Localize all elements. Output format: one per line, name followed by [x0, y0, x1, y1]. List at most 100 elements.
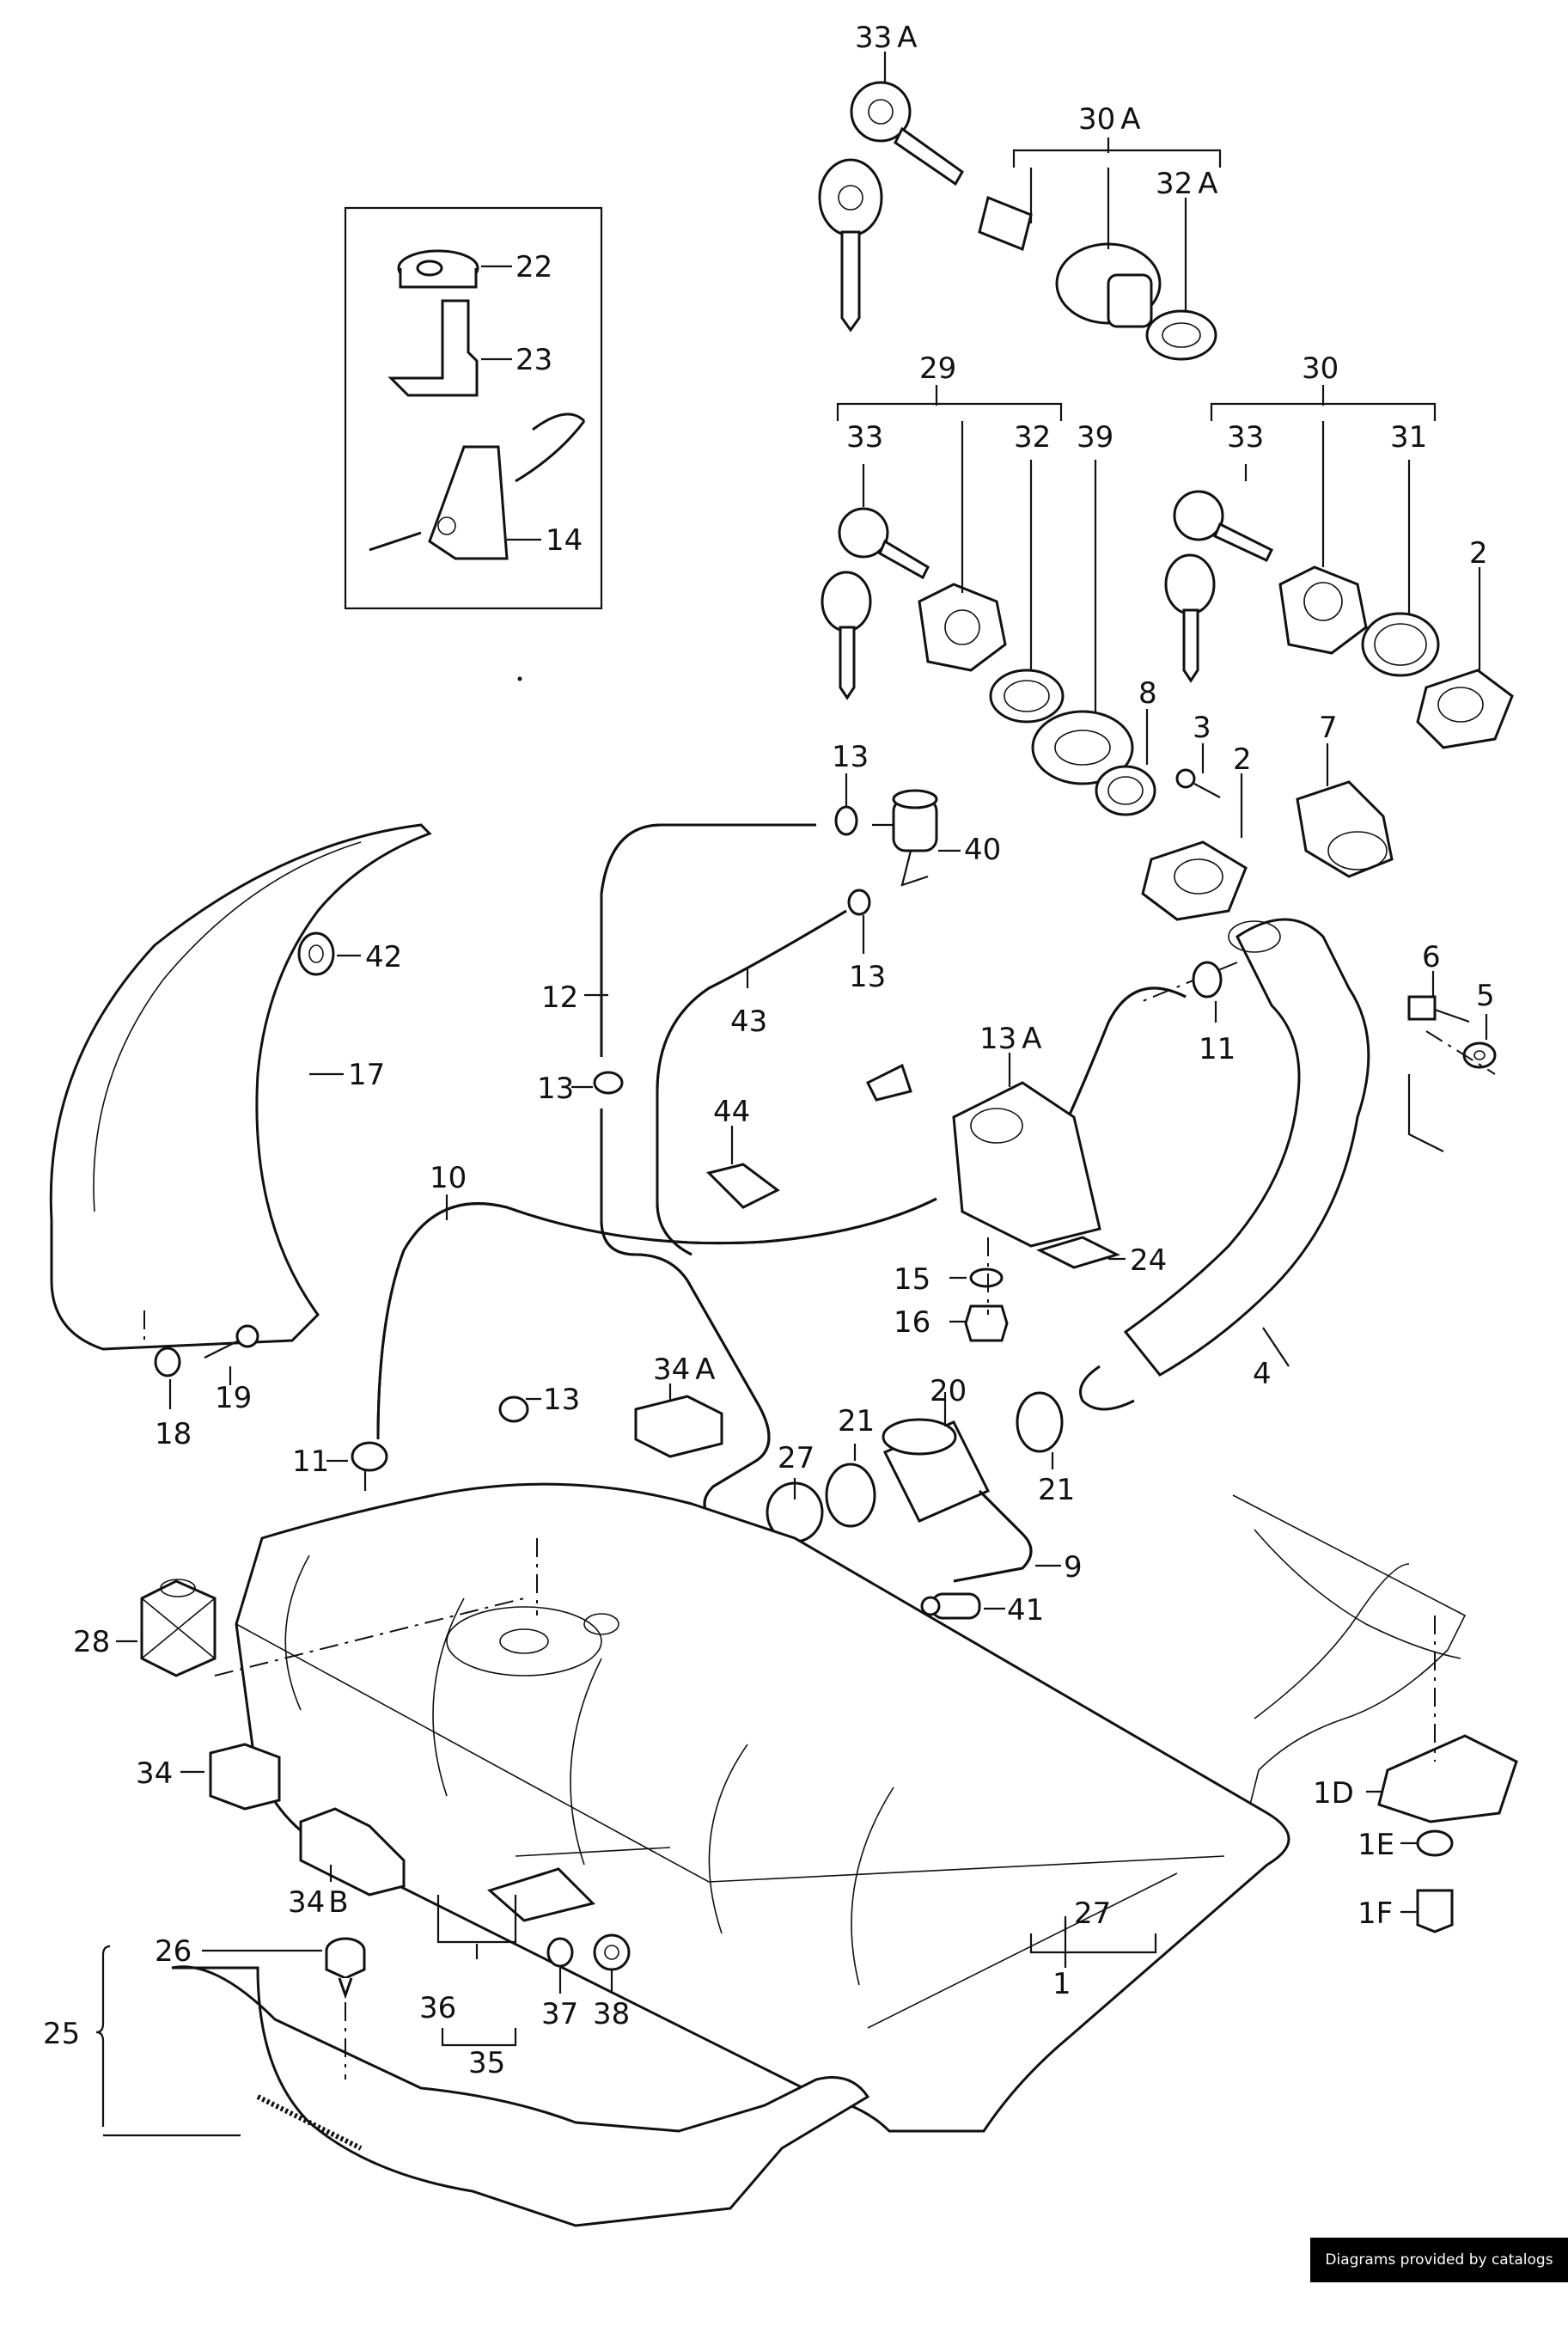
- part-34-pad: [209, 1743, 281, 1811]
- body-floor-detail: [1232, 1494, 1467, 1805]
- callout-18: 18: [155, 1417, 192, 1451]
- callout-43: 43: [730, 1005, 767, 1039]
- callout-13-a: 13: [832, 740, 869, 774]
- callout-27-cap: 27: [778, 1441, 815, 1475]
- part-31-ring: [1361, 612, 1440, 677]
- callout-31: 31: [1390, 420, 1427, 455]
- inset-frame: [344, 206, 603, 610]
- part-26-grommet: [325, 1937, 366, 2000]
- part-28-pump-filter: [140, 1579, 217, 1677]
- part-34B-bracket: [299, 1807, 406, 1896]
- stray-dot: [517, 676, 522, 681]
- callout-3: 3: [1193, 711, 1211, 745]
- callout-28: 28: [73, 1625, 110, 1659]
- part-1F-bolt: [1416, 1889, 1454, 1933]
- part-10-hose: [376, 1197, 937, 1440]
- part-19-screw: [204, 1324, 259, 1359]
- part-29-lock: [918, 583, 1007, 672]
- credit-banner: Diagrams provided by catalogs parts: [1310, 2238, 1568, 2313]
- part-7-cap: [1296, 780, 1394, 878]
- part-34A-pad: [634, 1395, 723, 1458]
- part-20-hose-connector: [882, 1418, 991, 1523]
- callout-32: 32: [1014, 420, 1051, 455]
- callout-7: 7: [1319, 711, 1338, 745]
- part-39-gasket: [1031, 710, 1134, 785]
- callout-1F: 1F: [1358, 1896, 1393, 1931]
- callout-1: 1: [1052, 1967, 1071, 2001]
- callout-19: 19: [215, 1381, 252, 1415]
- callout-29: 29: [919, 351, 956, 386]
- part-11-clamp-upper: [1192, 961, 1223, 999]
- callout-25: 25: [43, 2017, 80, 2051]
- part-30A-lock-cylinder: [978, 195, 1162, 328]
- callout-16: 16: [894, 1305, 930, 1340]
- callout-9: 9: [1064, 1550, 1083, 1585]
- part-30-lock: [1278, 565, 1368, 655]
- part-1-fuel-tank: [235, 1482, 1290, 2133]
- part-41-filter: [920, 1592, 981, 1620]
- callout-39: 39: [1077, 420, 1113, 455]
- callout-17: 17: [348, 1058, 385, 1092]
- callout-1D: 1D: [1313, 1776, 1354, 1811]
- callout-8: 8: [1138, 676, 1157, 711]
- part-4-filler-neck: [1079, 918, 1444, 1411]
- part-15-washer: [969, 1267, 1004, 1288]
- part-21-clamp-right: [1016, 1391, 1064, 1453]
- callout-20: 20: [930, 1374, 967, 1408]
- part-13-clamp-d: [498, 1396, 529, 1423]
- part-24-shim: [1035, 1236, 1121, 1269]
- part-14-holder: [369, 412, 586, 560]
- part-33A-keys: [818, 81, 964, 333]
- callout-40: 40: [964, 833, 1001, 867]
- callout-13-b: 13: [849, 960, 886, 994]
- callout-11-upper: 11: [1199, 1032, 1235, 1066]
- part-2-flange-top: [1416, 669, 1514, 749]
- callout-11-lower: 11: [292, 1444, 329, 1479]
- part-21-clamp-left: [825, 1463, 876, 1528]
- part-30-keys: [1164, 490, 1274, 683]
- part-25-underbody-shield: [171, 1965, 870, 2227]
- callout-13-c: 13: [537, 1072, 574, 1106]
- part-6-bolt: [1407, 995, 1470, 1023]
- part-2-flange: [1141, 840, 1248, 921]
- callout-34: 34: [136, 1756, 173, 1791]
- part-8-ring: [1095, 765, 1156, 816]
- part-42-grommet: [297, 931, 335, 976]
- callout-44: 44: [713, 1095, 750, 1129]
- callout-6: 6: [1422, 940, 1441, 974]
- callout-36: 36: [419, 1991, 456, 2025]
- callout-21-right: 21: [1038, 1473, 1075, 1507]
- part-13-clamp-c: [593, 1071, 624, 1095]
- part-9-pipe: [953, 1489, 1033, 1583]
- callout-5: 5: [1476, 979, 1495, 1013]
- part-23-clip: [387, 299, 479, 397]
- callout-33-left: 33: [846, 420, 883, 455]
- callout-37: 37: [541, 1997, 578, 2031]
- callout-27-tank: 27: [1074, 1896, 1111, 1931]
- part-13-clamp-a: [834, 805, 858, 836]
- callout-42: 42: [365, 940, 402, 974]
- callout-12: 12: [541, 980, 578, 1015]
- callout-23: 23: [516, 343, 552, 377]
- part-11-clamp-lower: [351, 1441, 388, 1491]
- part-17-wheelhouse-liner: [49, 823, 432, 1351]
- part-32A-seal: [1145, 309, 1217, 361]
- callout-22: 22: [516, 250, 552, 284]
- part-1E-washer: [1416, 1829, 1454, 1857]
- callout-14: 14: [546, 523, 583, 558]
- callout-38: 38: [593, 1997, 630, 2031]
- part-13-clamp-b: [847, 889, 871, 916]
- part-32-ring: [989, 669, 1065, 724]
- part-22-bracket: [397, 249, 479, 289]
- part-44-clip: [706, 1163, 780, 1209]
- callout-2: 2: [1233, 742, 1252, 777]
- callout-41: 41: [1007, 1593, 1044, 1628]
- callout-21-left: 21: [838, 1404, 875, 1438]
- callout-33-right: 33: [1227, 420, 1264, 455]
